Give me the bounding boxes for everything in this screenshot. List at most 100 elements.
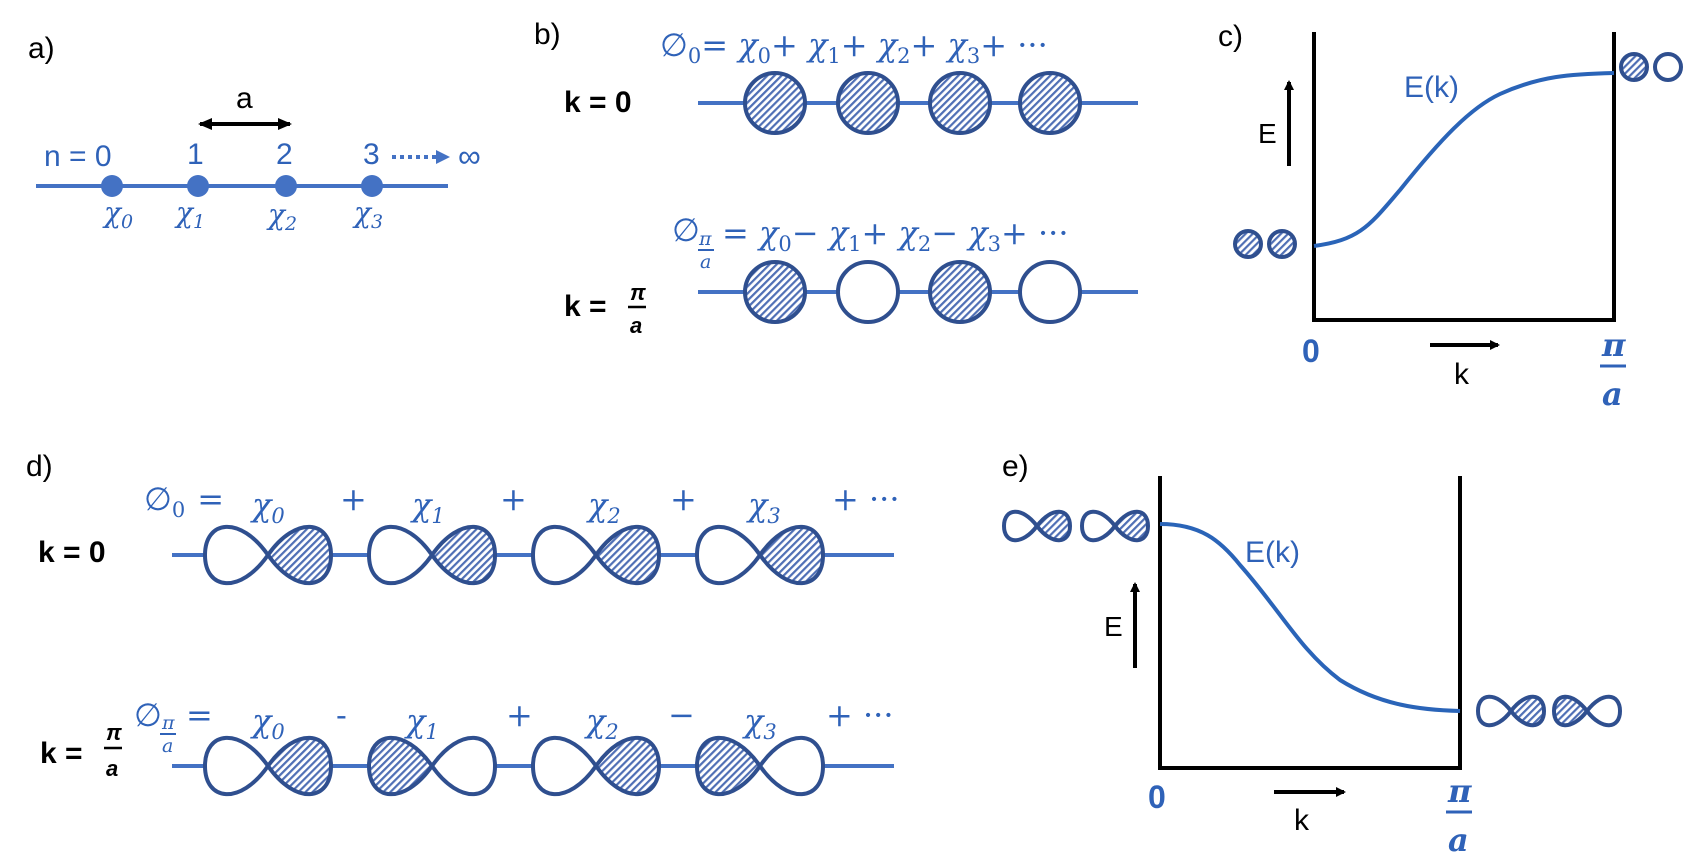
d2-chi1: χ1 xyxy=(404,702,439,744)
d-chi0: χ0 xyxy=(250,486,285,528)
a-den: a xyxy=(700,251,711,273)
pi-num: π xyxy=(698,228,712,250)
phi-pi-equation: ∅ π a = χ0− χ1+ χ2− χ3+ ··· xyxy=(672,211,1069,273)
orbital-empty xyxy=(836,260,900,324)
d2-op4: + ··· xyxy=(826,696,894,734)
svg-text:k =: k = xyxy=(40,737,83,770)
d-phi-pi: ∅ π a = xyxy=(134,696,213,757)
svg-text:k =: k = xyxy=(564,290,607,323)
curve-label: E(k) xyxy=(1404,71,1459,104)
svg-text:π: π xyxy=(161,712,175,734)
site-number-1: 1 xyxy=(187,138,204,171)
d2-op1: - xyxy=(336,696,347,734)
x-axis-label: k xyxy=(1294,804,1310,837)
y-axis-label: E xyxy=(1104,611,1123,642)
chi-label-0: χ0 xyxy=(102,196,133,233)
x-end-a: a xyxy=(1448,821,1469,859)
phi-symbol: ∅ xyxy=(672,211,700,249)
kpi-label-d: k = π a xyxy=(40,720,122,781)
panel-b: b) ∅0= χ0+ χ1+ χ2+ χ3+ ··· k = 0 ∅ π a =… xyxy=(534,18,1138,338)
phi0-equation: ∅0= χ0+ χ1+ χ2+ χ3+ ··· xyxy=(660,26,1048,68)
d-phi0: ∅0= xyxy=(144,480,224,522)
x-start-label: 0 xyxy=(1302,333,1320,369)
p-orbital xyxy=(530,524,662,586)
site-number-2: 2 xyxy=(276,138,293,171)
svg-text:∅: ∅ xyxy=(134,696,162,734)
kpi-label-b: k = π a xyxy=(564,280,646,338)
panel-c: c) E(k) E k 0 π a xyxy=(1218,20,1683,413)
orbital-empty xyxy=(1653,52,1683,82)
p-orbital xyxy=(366,735,498,797)
x-end-pi: π xyxy=(1447,772,1472,810)
orbital-hatched xyxy=(1619,52,1649,82)
p-orbital-small xyxy=(1551,694,1623,728)
orbital-hatched xyxy=(928,260,992,324)
x-end-pi: π xyxy=(1601,326,1626,364)
p-orbital xyxy=(366,524,498,586)
d2-chi2: χ2 xyxy=(584,702,619,744)
d2-op3: − xyxy=(668,696,695,734)
p-orbital xyxy=(202,524,334,586)
panel-d: d) ∅0= χ0 + χ1 + χ2 + χ3 + ··· k = 0 xyxy=(26,450,900,797)
d2-chi0: χ0 xyxy=(250,702,285,744)
orbital-hatched xyxy=(1233,229,1263,259)
svg-text:=: = xyxy=(186,696,213,734)
chi-label-2: χ2 xyxy=(266,198,297,235)
svg-text:a: a xyxy=(162,735,173,757)
svg-text:π: π xyxy=(630,280,646,305)
site-dot-2 xyxy=(275,175,297,197)
p-orbital-small xyxy=(1001,509,1073,543)
orbital-hatched xyxy=(928,71,992,135)
site-dot-3 xyxy=(361,175,383,197)
plot-frame xyxy=(1312,32,1616,322)
d2-chi3: χ3 xyxy=(742,702,777,744)
panel-e-label: e) xyxy=(1002,450,1029,483)
plot-frame xyxy=(1158,476,1462,770)
orbital-empty xyxy=(1018,260,1082,324)
panel-d-label: d) xyxy=(26,450,53,483)
k0-label-d: k = 0 xyxy=(38,536,106,569)
d-chi2: χ2 xyxy=(586,486,621,528)
p-orbital xyxy=(694,524,826,586)
d-chi1: χ1 xyxy=(410,486,445,528)
site-number-0: n = 0 xyxy=(44,140,112,173)
y-axis-label: E xyxy=(1258,118,1277,149)
p-orbital xyxy=(202,735,334,797)
chi-label-3: χ3 xyxy=(352,196,383,233)
orbital-hatched xyxy=(743,71,807,135)
p-orbital xyxy=(694,735,826,797)
spacing-label: a xyxy=(236,82,253,115)
site-dot-0 xyxy=(101,175,123,197)
site-number-3: 3 xyxy=(363,138,380,171)
d-chi3: χ3 xyxy=(746,486,781,528)
orbital-hatched xyxy=(743,260,807,324)
orbital-hatched xyxy=(1267,229,1297,259)
dispersion-curve xyxy=(1313,71,1615,248)
d-op4: + ··· xyxy=(832,480,900,518)
x-start-label: 0 xyxy=(1148,779,1166,815)
orbital-hatched xyxy=(1018,71,1082,135)
d-op1: + xyxy=(340,480,367,518)
panel-e: e) E(k) E k 0 π a xyxy=(1001,450,1623,859)
d2-op2: + xyxy=(506,696,533,734)
svg-text:a: a xyxy=(630,313,642,338)
curve-label: E(k) xyxy=(1245,536,1300,569)
d-op2: + xyxy=(500,480,527,518)
p-orbital-small xyxy=(1475,694,1547,728)
p-orbital xyxy=(530,735,662,797)
panel-c-label: c) xyxy=(1218,20,1243,53)
dispersion-curve xyxy=(1159,522,1461,713)
svg-text:a: a xyxy=(106,756,118,781)
svg-text:π: π xyxy=(106,720,122,745)
p-orbital-small xyxy=(1079,509,1151,543)
k0-label-b: k = 0 xyxy=(564,86,632,119)
d-op3: + xyxy=(670,480,697,518)
x-axis-label: k xyxy=(1454,358,1470,391)
phi-pi-terms: = χ0− χ1+ χ2− χ3+ ··· xyxy=(722,214,1069,256)
orbital-hatched xyxy=(836,71,900,135)
infinity-symbol: ∞ xyxy=(458,138,481,174)
site-dot-1 xyxy=(187,175,209,197)
panel-b-label: b) xyxy=(534,18,561,51)
x-end-a: a xyxy=(1602,375,1623,413)
